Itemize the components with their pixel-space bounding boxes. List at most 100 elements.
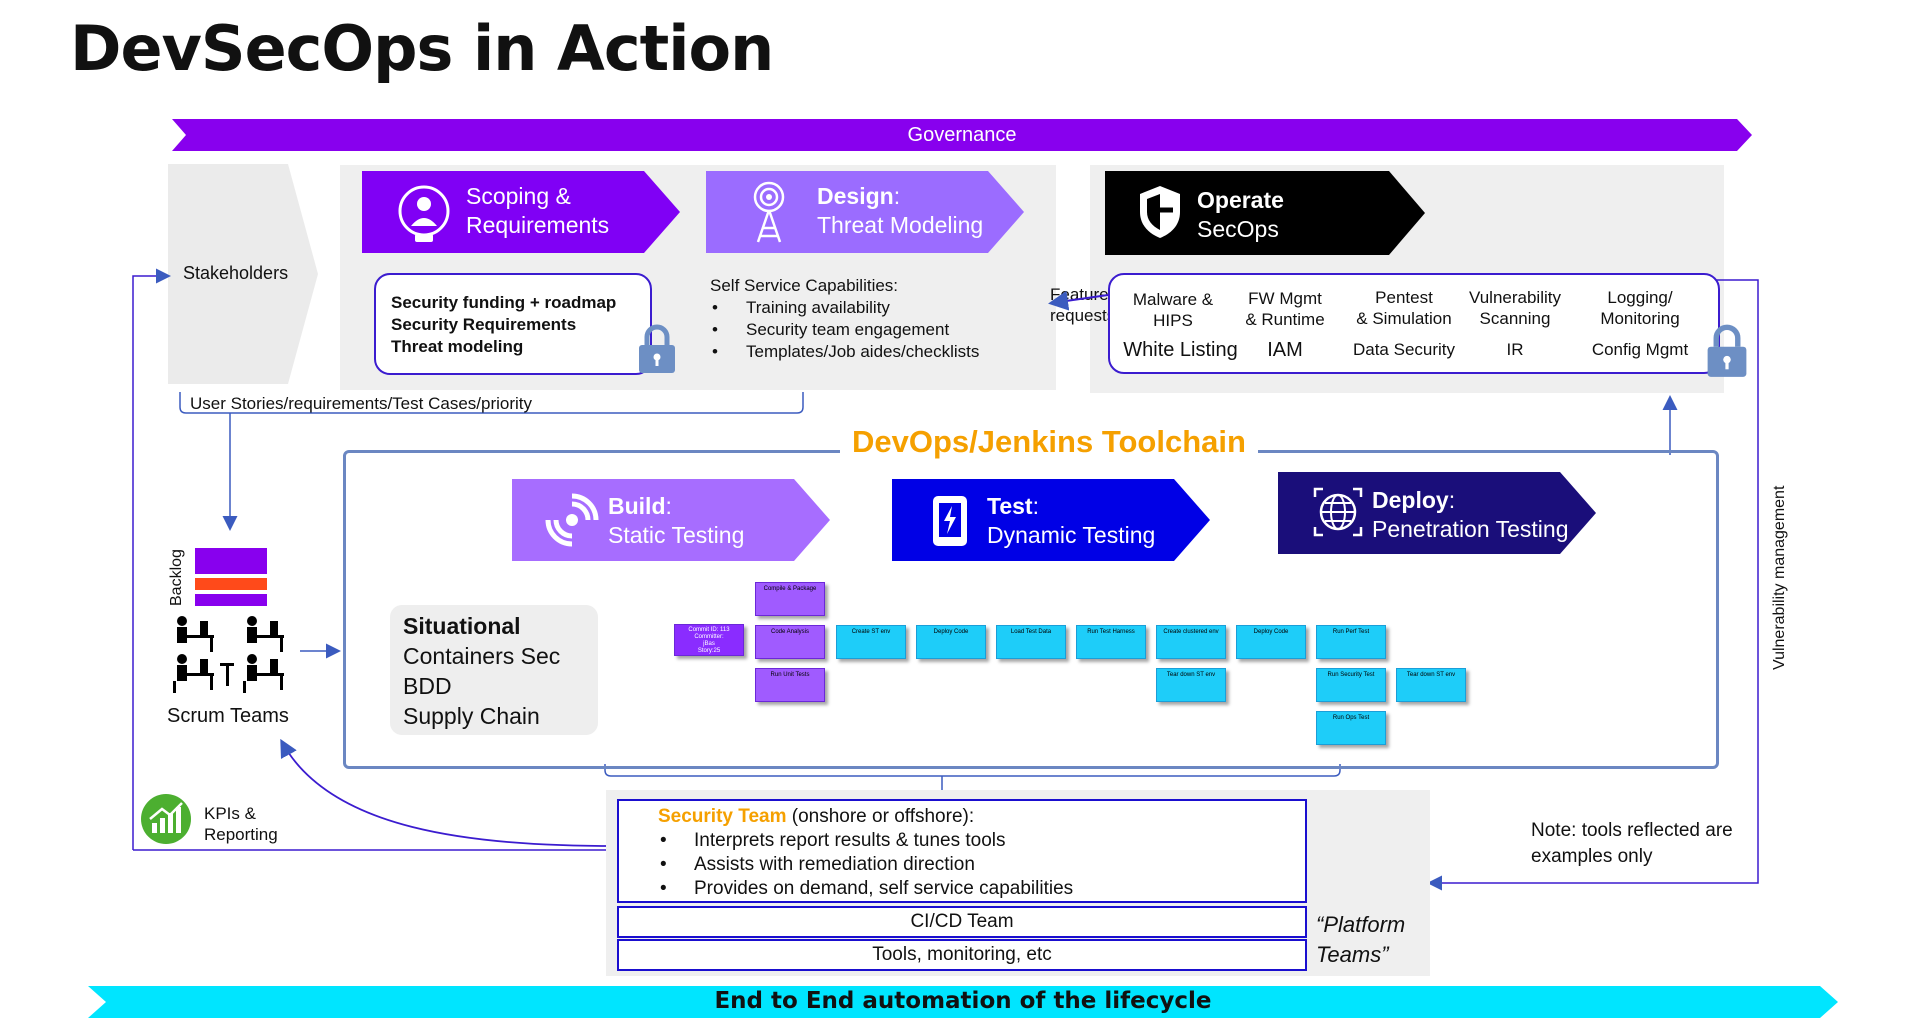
pipeline-stage[interactable]: Deploy Code [916,625,986,659]
ops-col-5-bottom: Config Mgmt [1591,340,1689,359]
stage-label: Run Test Harness [1087,629,1135,635]
stage-label: Deploy Code [933,629,969,635]
ops-col-1-top: Malware & HIPS [1132,290,1214,330]
ops-col-2-bottom: IAM [1267,339,1303,361]
commit-line: Story:25 [697,648,721,654]
design-colon: : [893,183,901,209]
pipeline-stage[interactable]: Load Test Data [996,625,1066,659]
deploy-title: Deploy [1372,487,1449,513]
stage-label: Load Test Data [1010,629,1052,635]
backlog-bar-1 [195,548,267,574]
stage-label: Tear down ST env [1406,672,1456,678]
self-service-item: Security team engagement [710,319,979,341]
security-item-3: Threat modeling [391,337,524,356]
test-title: Test [987,493,1033,519]
stage-label: Code Analysis [770,629,810,635]
ops-col-4-top: Vulnerability Scanning [1469,288,1561,328]
ops-col-1-bottom: White Listing [1123,339,1238,361]
cicd-team: CI/CD Team [617,906,1307,938]
pipeline-commit[interactable]: Commit ID: 113 Committer: jBas Story:25 [674,624,744,656]
commit-line: Committer: [694,634,724,640]
signal-icon [545,493,599,552]
people-at-desks-icon [170,613,300,698]
build-colon: : [665,493,672,519]
pipeline-stage[interactable]: Run Perf Test [1316,625,1386,659]
chart-growth-icon [140,793,192,850]
pipeline-stage[interactable]: Deploy Code [1236,625,1306,659]
pipeline-stage[interactable]: Code Analysis [755,625,825,659]
lock-icon [637,323,677,380]
vulnerability-management-label: Vulnerability management [1771,485,1788,670]
globe-icon [1313,487,1363,542]
stage-label: Compile & Package [763,586,817,592]
stage-label: Create ST env [851,629,891,635]
security-team-name: Security Team [658,806,787,827]
user-stories-label: User Stories/requirements/Test Cases/pri… [190,394,533,413]
ops-col-4-bottom: IR [1506,340,1524,359]
design-line2: Threat Modeling [817,212,984,238]
ops-col-3-top: Pentest & Simulation [1356,288,1452,328]
ops-col-3-bottom: Data Security [1352,340,1456,359]
phone-bolt-icon [930,493,970,554]
operate-title: Operate [1197,187,1284,213]
page-title: DevSecOps in Action [70,12,774,85]
scoping-line1: Scoping & [466,183,571,209]
pipeline-stage[interactable]: Run Unit Tests [755,668,825,702]
situational-heading: Situational [403,613,521,639]
self-service-item: Training availability [710,297,979,319]
deploy-text-clip: Deploy: Penetration Testing [1278,472,1596,554]
situational-item: Supply Chain [403,703,540,729]
pipeline-stage[interactable]: Create ST env [836,625,906,659]
situational-item: Containers Sec [403,643,561,669]
self-service-heading: Self Service Capabilities: [710,276,899,295]
ops-col-5-top: Logging/ Monitoring [1600,288,1680,328]
pipeline-stage[interactable]: Create clustered env [1156,625,1226,659]
lock-icon [1705,323,1749,384]
security-team-item: Assists with remediation direction [658,853,1073,877]
backlog-label: Backlog [168,549,185,606]
test-colon: : [1032,493,1039,519]
pipeline-stage[interactable]: Compile & Package [755,582,825,616]
build-line2: Static Testing [608,522,745,548]
commit-line: jBas [703,641,715,647]
stage-label: Run Ops Test [1332,715,1370,721]
toolchain-title: DevOps/Jenkins Toolchain [840,424,1258,460]
deploy-colon: : [1448,487,1456,513]
operate-line2: SecOps [1197,216,1279,242]
note-line1: Note: tools reflected are [1531,820,1733,841]
tools-monitoring: Tools, monitoring, etc [617,939,1307,971]
note-line2: examples only [1531,846,1653,867]
pipeline-stage[interactable]: Run Test Harness [1076,625,1146,659]
pipeline-stage[interactable]: Run Ops Test [1316,711,1386,745]
commit-line: Commit ID: 113 [688,627,730,633]
build-title: Build [608,493,666,519]
secops-tools-box [1108,273,1720,374]
ops-col-2-top: FW Mgmt & Runtime [1245,289,1325,329]
self-service-item: Templates/Job aides/checklists [710,341,979,363]
pipeline-stage[interactable]: Run Security Test [1316,668,1386,702]
bottom-automation-label: End to End automation of the lifecycle [714,988,1212,1014]
situational-box [390,605,598,735]
security-team-item: Provides on demand, self service capabil… [658,877,1073,901]
platform-line1: “Platform [1316,912,1406,937]
stage-label: Deploy Code [1253,629,1289,635]
situational-item: BDD [403,673,452,699]
security-team-item: Interprets report results & tunes tools [658,829,1073,853]
stakeholders-label: Stakeholders [183,263,289,283]
stage-label: Run Perf Test [1332,629,1370,635]
antenna-icon [746,180,792,249]
design-title: Design [817,183,894,209]
security-team-rest: (onshore or offshore): [786,806,975,827]
security-item-2: Security Requirements [391,315,577,334]
kpis-line2: Reporting [204,825,278,844]
backlog-bar-2 [195,578,267,590]
pipeline-stage[interactable]: Tear down ST env [1396,668,1466,702]
pipeline-stage[interactable]: Tear down ST env [1156,668,1226,702]
governance-label: Governance [907,124,1017,146]
deploy-line2: Penetration Testing [1372,516,1569,542]
stage-label: Run Security Test [1327,672,1375,678]
stage-label: Create clustered env [1163,629,1219,635]
build-header [512,479,830,561]
stage-label: Run Unit Tests [770,672,810,678]
